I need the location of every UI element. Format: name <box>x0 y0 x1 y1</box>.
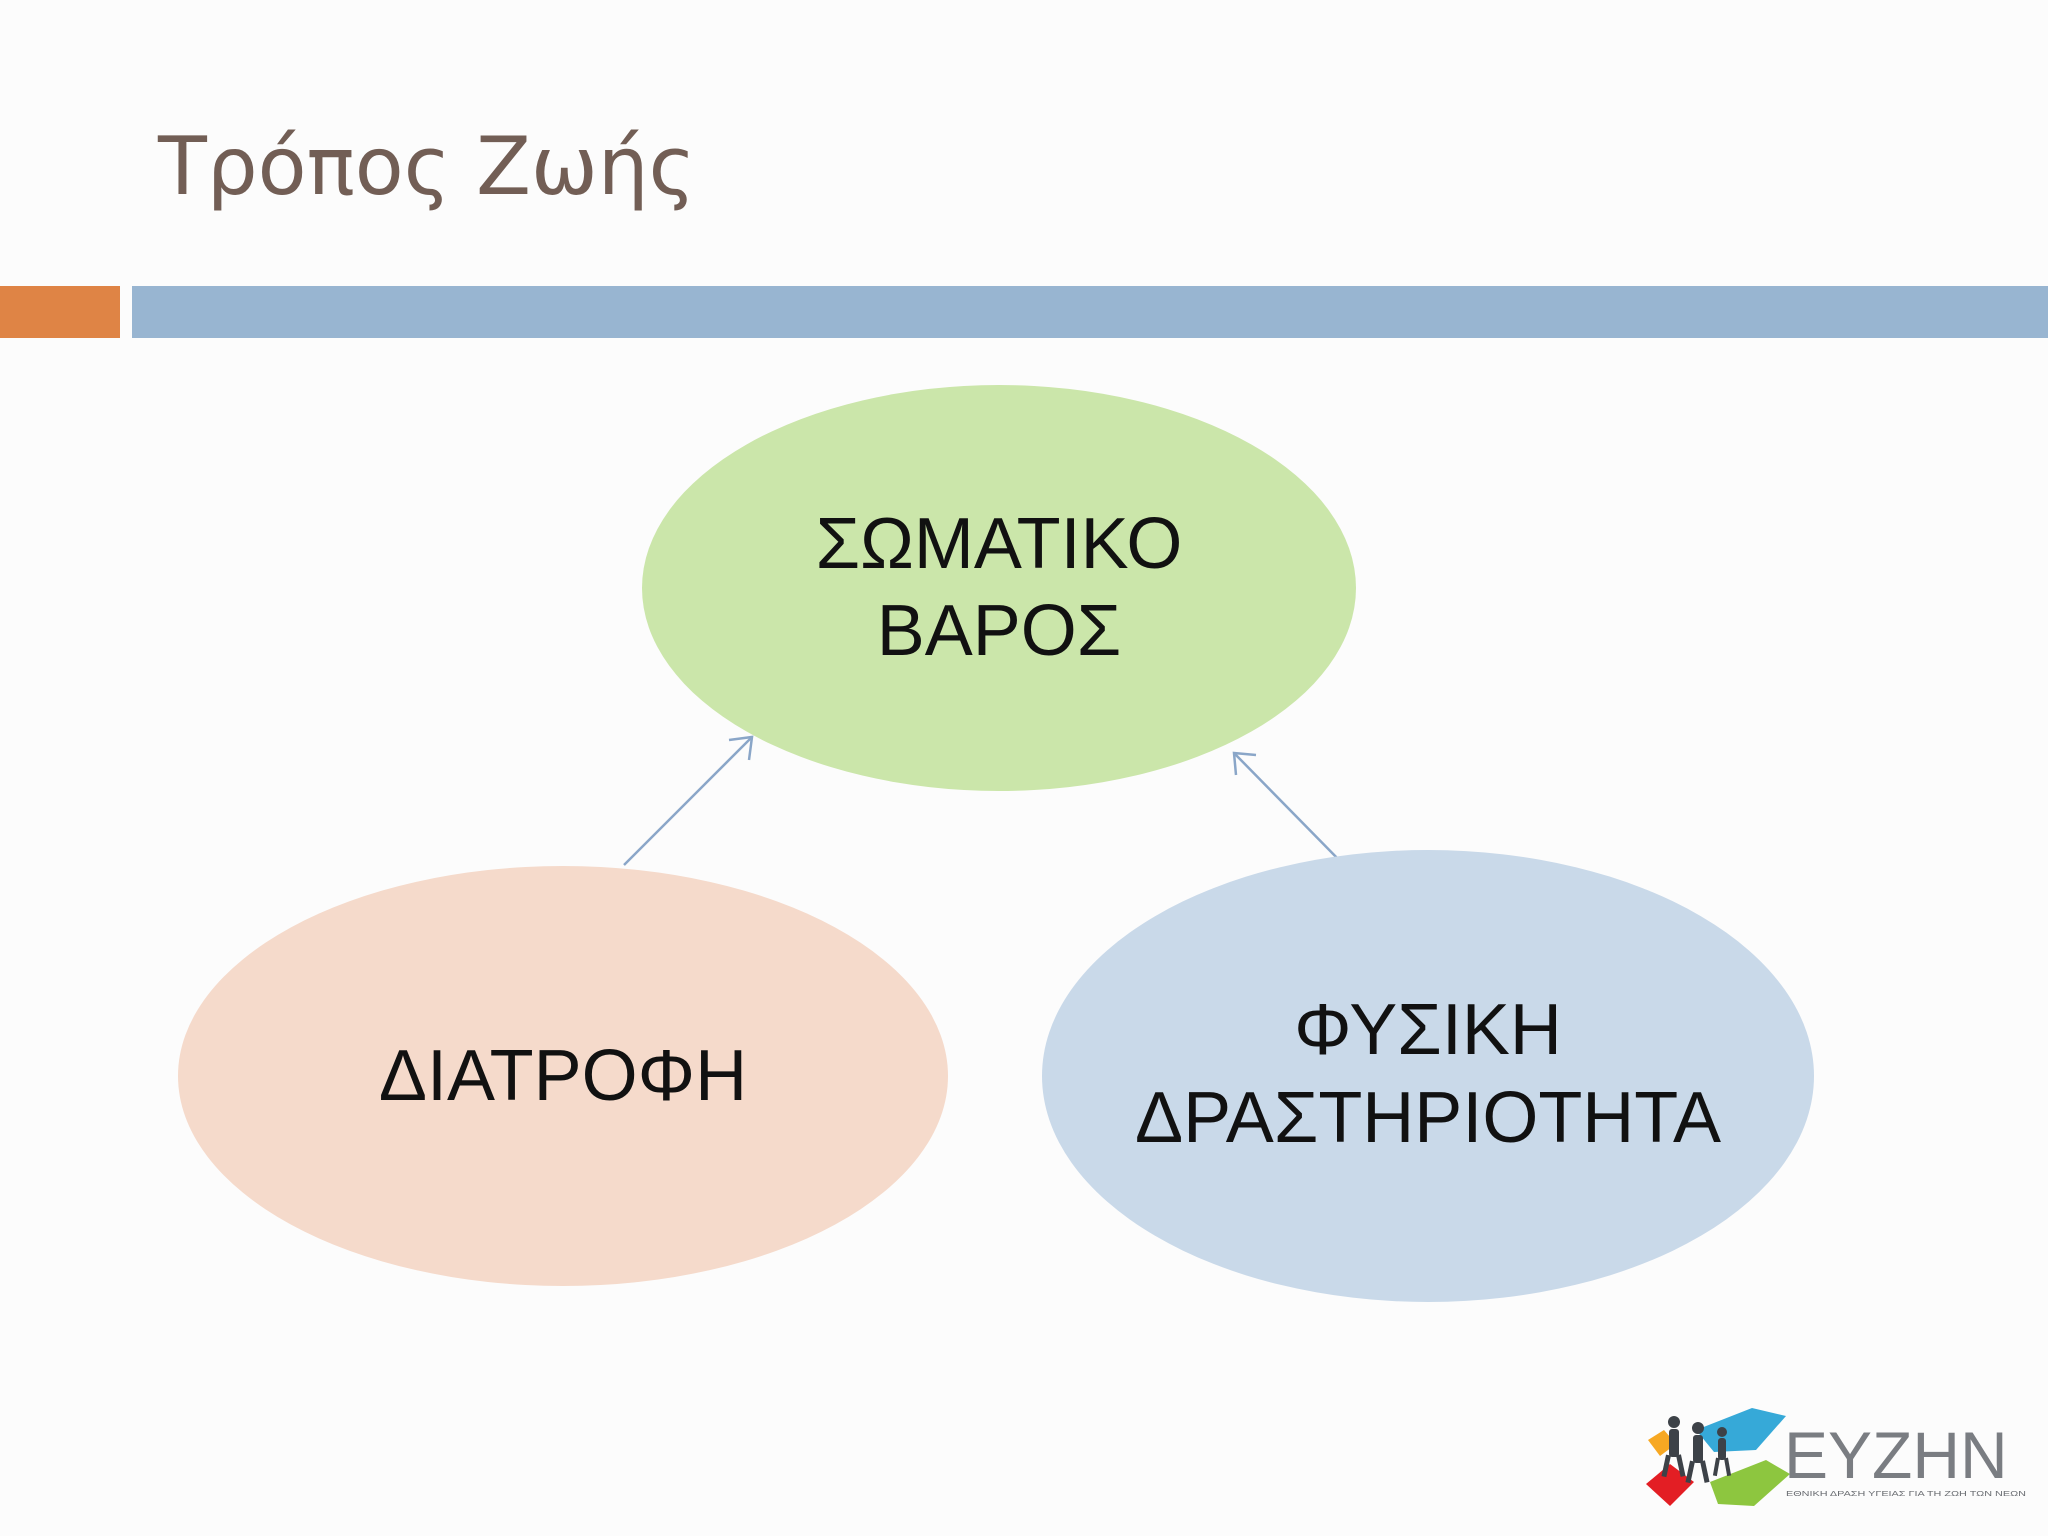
node-ellipse <box>178 866 948 1286</box>
logo-wordmark: ΕΥΖΗΝ <box>1784 1418 2008 1492</box>
node-diatrofi: ΔΙΑΤΡΟΦΗ <box>178 866 948 1286</box>
arrow-fysiki-to-somatiko-varos <box>1232 751 1344 865</box>
node-label-line-1: ΣΩΜΑΤΙΚΟ <box>816 504 1183 584</box>
arrowhead <box>1232 751 1257 776</box>
node-somatiko-varos: ΣΩΜΑΤΙΚΟ ΒΑΡΟΣ <box>642 385 1356 791</box>
node-label-line-1: ΦΥΣΙΚΗ <box>1294 990 1562 1070</box>
logo-figures <box>1661 1416 1732 1484</box>
logo-tagline: ΕΘΝΙΚΗ ΔΡΑΣΗ ΥΓΕΙΑΣ ΓΙΑ ΤΗ ΖΩΗ ΤΩΝ ΝΕΩΝ <box>1786 1491 2026 1498</box>
arrow-line <box>1233 752 1344 865</box>
logo-green-shape <box>1710 1460 1790 1506</box>
arrowhead <box>728 735 754 761</box>
node-ellipse <box>1042 850 1814 1302</box>
node-label-line-2: ΔΡΑΣΤΗΡΙΟΤΗΤΑ <box>1135 1078 1721 1158</box>
evzin-logo: ΕΥΖΗΝ ΕΘΝΙΚΗ ΔΡΑΣΗ ΥΓΕΙΑΣ ΓΙΑ ΤΗ ΖΩΗ ΤΩΝ… <box>1646 1408 2026 1506</box>
logo-red-shape <box>1646 1464 1694 1506</box>
node-label-line-2: ΒΑΡΟΣ <box>877 591 1122 671</box>
logo-blue-shape <box>1696 1408 1786 1452</box>
node-fysiki-drastiriotita: ΦΥΣΙΚΗ ΔΡΑΣΤΗΡΙΟΤΗΤΑ <box>1042 850 1814 1302</box>
arrow-diatrofi-to-somatiko-varos <box>623 735 754 866</box>
arrow-line <box>623 736 753 866</box>
node-ellipse <box>642 385 1356 791</box>
accent-bar-blue <box>132 286 2048 338</box>
slide-title: Τρόπος Ζωής <box>158 120 696 213</box>
node-label-line-1: ΔΙΑΤΡΟΦΗ <box>379 1036 747 1116</box>
accent-bar-orange <box>0 286 120 338</box>
